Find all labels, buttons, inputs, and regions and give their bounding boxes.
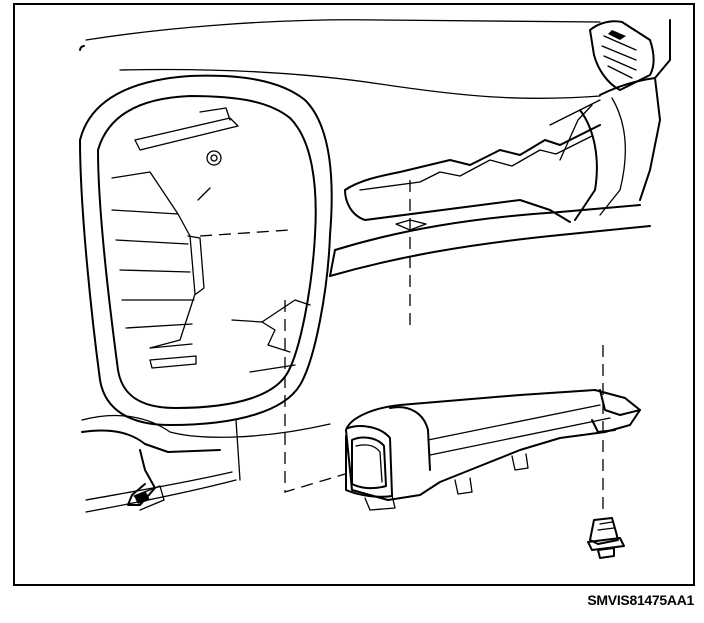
- cluster-opening: [79, 74, 333, 426]
- instrument-panel: [79, 19, 671, 330]
- air-duct: [345, 389, 641, 511]
- bracket-clip: [81, 414, 331, 513]
- reference-code: SMVIS81475AA1: [587, 592, 694, 608]
- push-pin-fastener: [587, 345, 625, 559]
- air-vent: [589, 20, 655, 91]
- diagram-frame: [13, 3, 695, 586]
